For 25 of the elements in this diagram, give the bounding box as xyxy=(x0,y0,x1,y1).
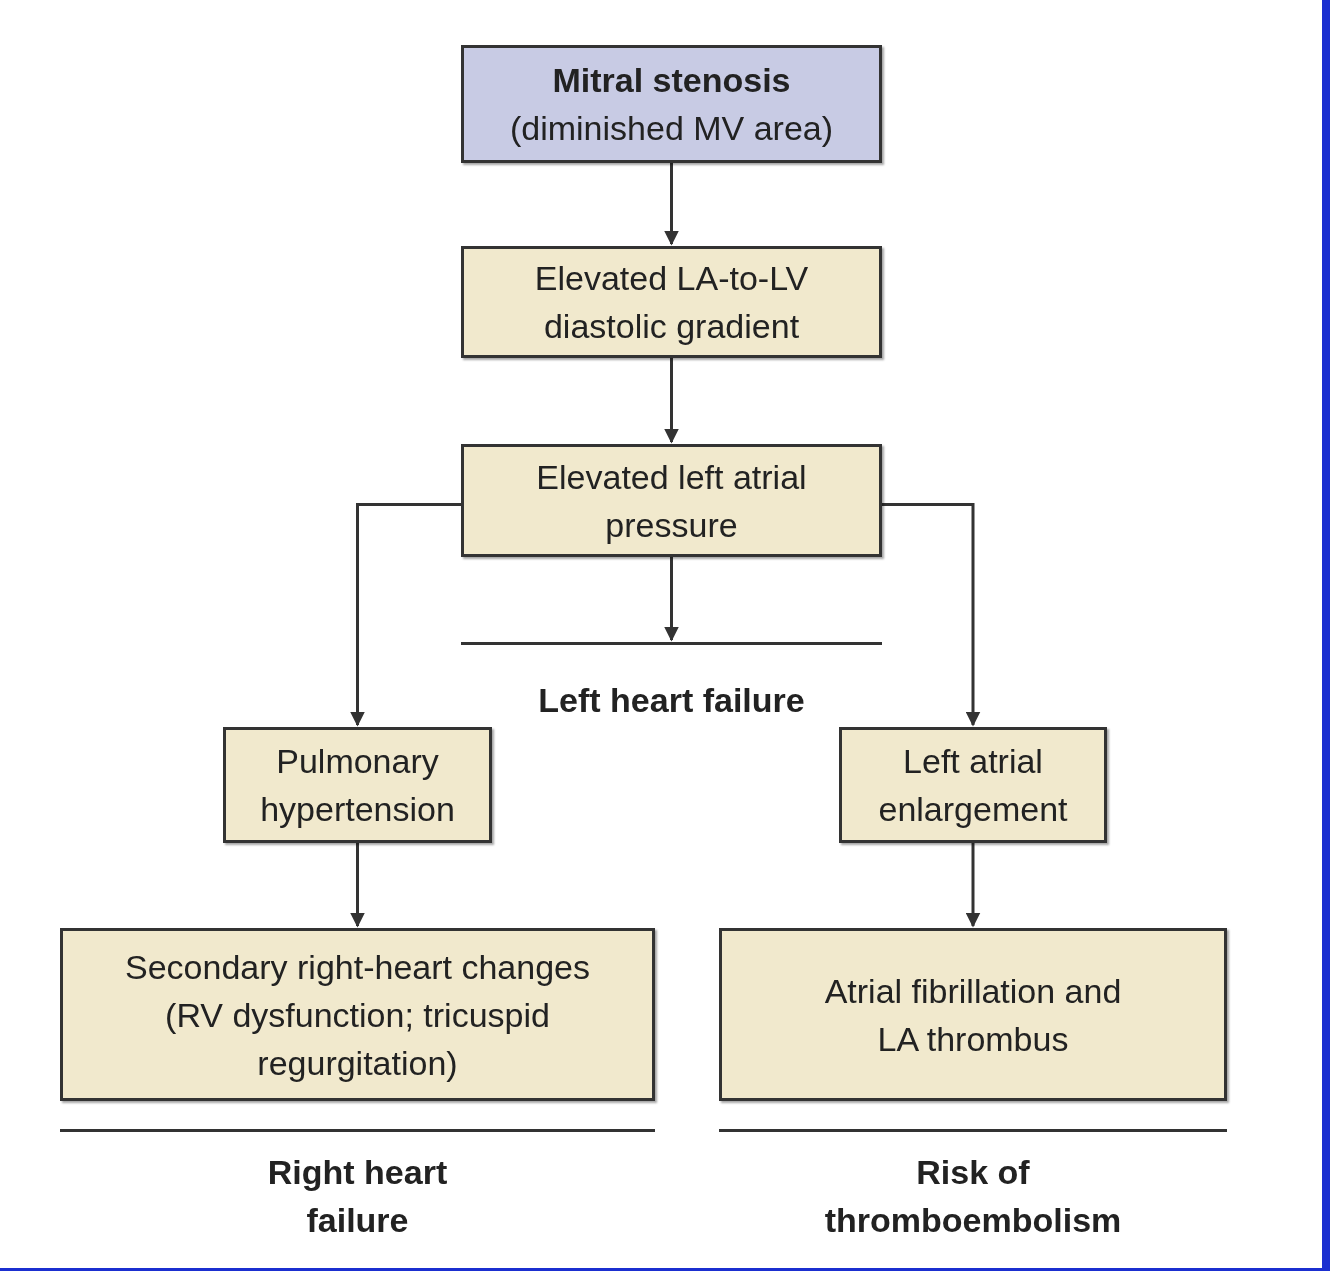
process-box xyxy=(839,727,1107,843)
box-text: Atrial fibrillation and LA thrombus xyxy=(823,970,1123,1060)
arrow xyxy=(350,503,461,727)
box-text: Elevated LA-to-LV diastolic gradient xyxy=(533,258,810,347)
box-text: Risk of thromboembolism xyxy=(823,1151,1123,1241)
box-text: Right heart failure xyxy=(266,1151,449,1241)
box-text: (diminished MV area) xyxy=(509,108,834,149)
box-text: Secondary right-heart changes (RV dysfunction; tricuspid regurgitation) xyxy=(124,946,591,1084)
process-box xyxy=(461,444,882,557)
box-text: Pulmonary hypertension xyxy=(259,741,456,830)
box-text: Elevated left atrial pressure xyxy=(535,456,808,546)
process-box xyxy=(461,246,882,358)
arrow xyxy=(350,843,365,928)
process-box xyxy=(719,928,1227,1101)
process-box xyxy=(60,928,655,1101)
process-box xyxy=(223,727,492,843)
arrow xyxy=(965,843,981,928)
arrow xyxy=(664,557,679,642)
box-heading: Mitral stenosis xyxy=(552,60,791,101)
arrow xyxy=(882,503,981,727)
process-box xyxy=(461,45,882,163)
box-text: Left heart failure xyxy=(538,680,805,721)
arrow xyxy=(664,358,679,444)
arrow xyxy=(664,163,679,246)
box-text: Left atrial enlargement xyxy=(877,741,1069,830)
